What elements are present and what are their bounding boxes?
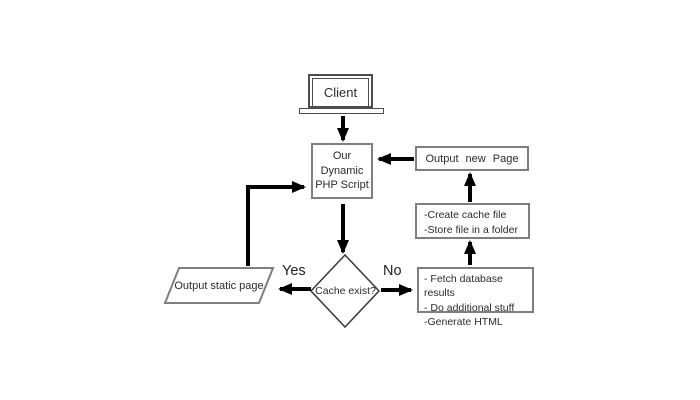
cache-exist-decision-label: Cache exist? — [315, 285, 376, 297]
fetch-database-node: - Fetch database results - Do additional… — [417, 267, 534, 328]
output-static-parallelogram-shape — [163, 267, 275, 304]
php-script-line-2: Dynamic — [320, 164, 364, 177]
output-static-page-label: Output static page — [174, 280, 264, 292]
create-cache-line-2: -Store file in a folder — [424, 223, 518, 236]
create-cache-line-1: -Create cache file — [424, 209, 507, 221]
php-script-line-1: Our — [332, 149, 352, 162]
fetch-database-line-1: - Fetch database results — [424, 273, 503, 300]
output-new-page-label: Output new Page — [425, 152, 519, 165]
no-branch-label: No — [383, 263, 402, 279]
create-cache-node: -Create cache file -Store file in a fold… — [415, 203, 530, 239]
fetch-database-line-2: - Do additional stuff — [424, 301, 515, 314]
client-laptop-base — [299, 108, 384, 114]
php-script-node: Our Dynamic PHP Script — [311, 143, 373, 199]
client-label: Client — [323, 85, 358, 100]
client-laptop-icon: Client — [308, 74, 373, 108]
arrow-static-loop-to-php — [246, 181, 306, 266]
client-node: Client — [312, 78, 369, 106]
php-script-line-3: PHP Script — [315, 179, 369, 192]
yes-branch-label: Yes — [282, 263, 306, 279]
output-new-page-node: Output new Page — [415, 146, 529, 171]
decision-diamond-shape — [309, 253, 381, 329]
fetch-database-line-3: -Generate HTML — [424, 316, 503, 329]
